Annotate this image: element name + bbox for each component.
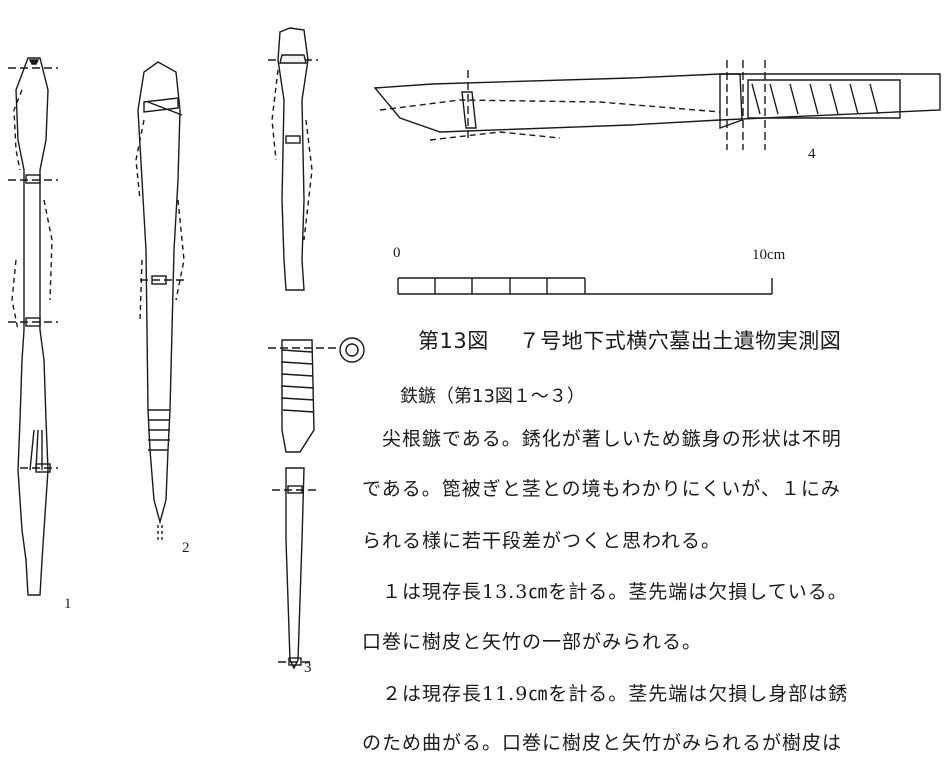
scale-bar: [397, 277, 773, 295]
section-heading: 鉄鏃（第13図１～３）: [400, 386, 585, 407]
body-line-5: 口巻に樹皮と矢竹の一部がみられる。: [362, 631, 703, 653]
body-line-6: ２は現存長11.9㎝を計る。茎先端は欠損し身部は銹: [362, 683, 849, 705]
body-line-3: られる様に若干段差がつくと思われる。: [362, 530, 722, 552]
item-label-1: 1: [64, 596, 72, 612]
item-label-4: 4: [808, 146, 816, 162]
arrowhead-3-drawing: [268, 27, 365, 670]
item-label-2: 2: [182, 540, 190, 556]
body-line-1: 尖根鏃である。銹化が著しいため鏃身の形状は不明: [362, 428, 842, 450]
item-label-3: 3: [304, 660, 312, 676]
arrowhead-1-drawing: [8, 57, 58, 596]
figure-caption: 第13図 ７号地下式横穴墓出土遺物実測図: [418, 325, 841, 355]
figure-title: ７号地下式横穴墓出土遺物実測図: [518, 329, 842, 353]
scale-start-label: 0: [393, 245, 401, 261]
arrowhead-2-drawing: [135, 61, 188, 540]
body-line-7: のため曲がる。口巻に樹皮と矢竹がみられるが樹皮は: [362, 732, 843, 754]
body-line-2: である。箆被ぎと茎との境もわかりにくいが、１にみ: [362, 478, 841, 500]
scale-end-label: 10cm: [752, 247, 786, 263]
body-line-4: １は現存長13.3㎝を計る。茎先端は欠損している。: [362, 581, 848, 603]
knife-4-drawing: [373, 60, 941, 150]
figure-number: 第13図: [418, 329, 489, 353]
